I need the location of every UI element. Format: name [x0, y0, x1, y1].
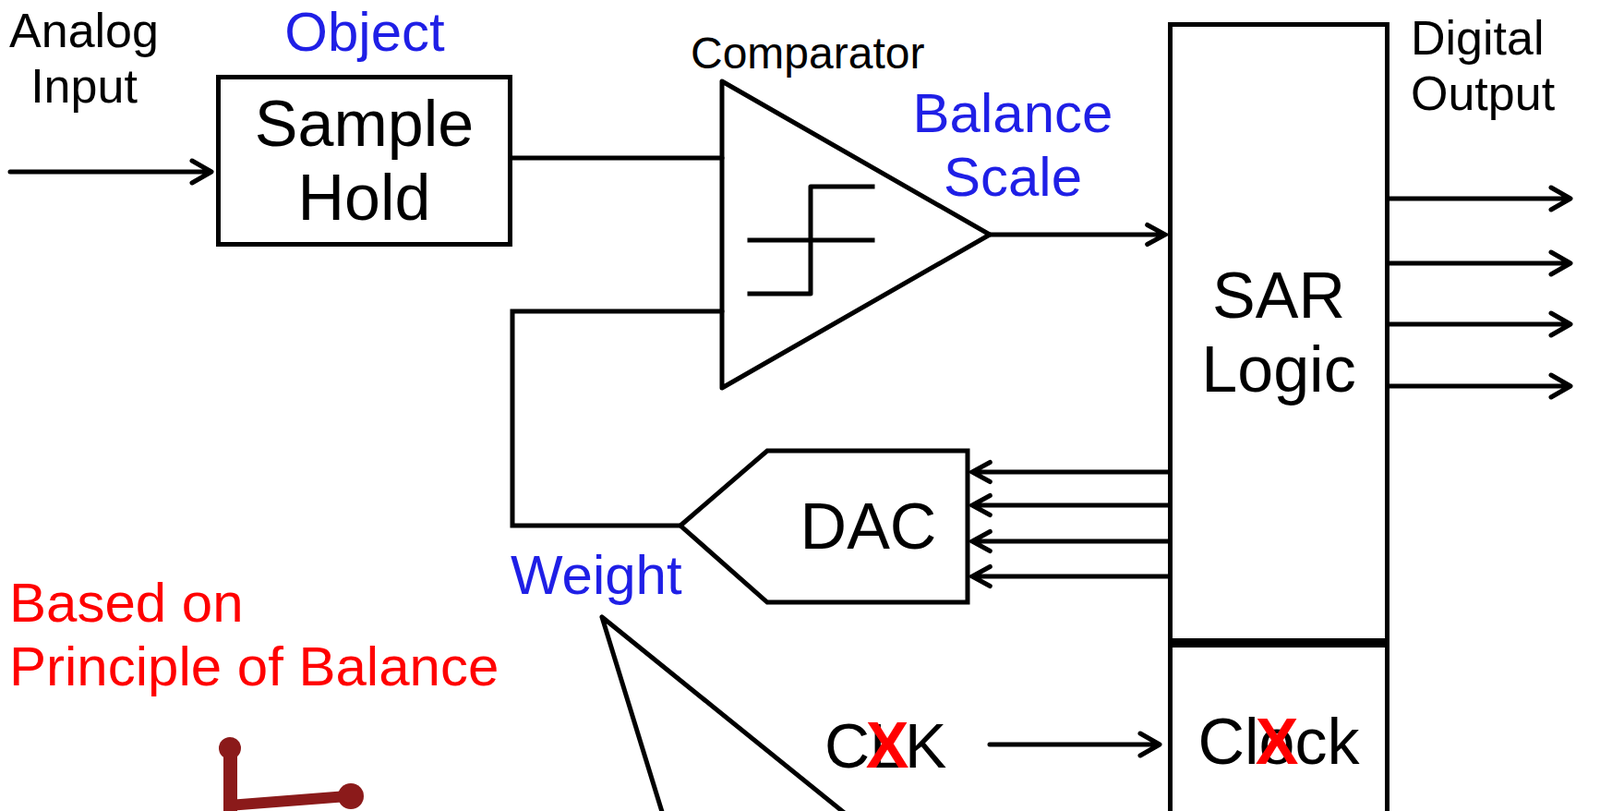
cross-mark: X	[1255, 704, 1300, 780]
wrap-spacer	[263, 570, 513, 608]
sample-hold-box: Sample Hold	[216, 74, 513, 247]
output-arrow	[1389, 374, 1571, 397]
wire-segment	[972, 494, 1168, 515]
clock-arrow	[989, 733, 1160, 756]
wire-segment	[512, 311, 722, 526]
note-text: Based on Principle of Balance	[9, 570, 513, 698]
wire-segment	[972, 565, 1168, 586]
weight-callout	[601, 616, 847, 811]
output-arrow	[1389, 312, 1571, 336]
signal-label: Analog Input	[5, 3, 163, 115]
node-text: Comparator	[690, 27, 990, 79]
wire-segment	[972, 530, 1168, 551]
analogy-label: Object	[272, 0, 458, 64]
cross-mark: X	[866, 708, 910, 783]
input-arrow	[10, 160, 212, 183]
balance-icon	[218, 736, 364, 811]
signal-wire	[512, 156, 722, 161]
output-arrow	[1389, 187, 1571, 210]
node-text: Sample Hold	[228, 86, 501, 236]
signal-wire	[989, 224, 1166, 244]
node-text: SAR Logic	[1179, 258, 1378, 408]
wire-segment	[972, 461, 1168, 482]
signal-label: CLK	[824, 709, 1010, 782]
signal-wire	[972, 461, 1168, 586]
signal-wire	[512, 311, 722, 526]
sar-logic-box: SAR Logic	[1167, 22, 1390, 643]
dac-box: DAC	[678, 448, 970, 604]
signal-label: Digital Output	[1410, 11, 1587, 122]
output-arrow	[1389, 252, 1571, 275]
wire-segment	[512, 156, 722, 161]
analogy-label: Balance Scale	[902, 81, 1124, 209]
wire-segment	[989, 224, 1166, 244]
analogy-label: Weight	[510, 542, 714, 607]
node-text: DAC	[800, 489, 938, 565]
